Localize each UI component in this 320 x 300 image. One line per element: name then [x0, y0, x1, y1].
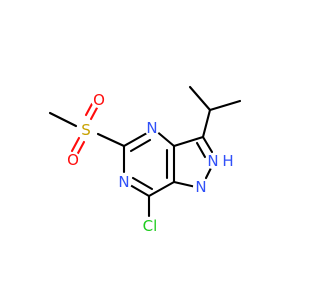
bond-c5-n4 [122, 131, 149, 148]
bond-sulfur-oxygen-top [84, 100, 95, 117]
bond-n6-c7-second [131, 176, 154, 191]
atom-chlorine: Cl [143, 217, 158, 235]
bond-n1-c7a [172, 180, 198, 189]
atom-nitrogen-nh: N [207, 152, 218, 170]
atom-oxygen-bottom: O [67, 151, 79, 169]
atom-oxygen-top: O [93, 91, 105, 109]
bond-sulfur-oxygen-bottom [70, 136, 81, 153]
bond-c3-n2-second [195, 141, 207, 159]
bond-isopropyl-methyl-b [208, 99, 242, 112]
bond-sulfur-oxygen-top-second [89, 104, 100, 121]
atom-nitrogen-pyrazole: N [195, 178, 206, 196]
bond-sulfur-oxygen-bottom-second [75, 140, 86, 157]
bond-methyl-sulfur [48, 111, 78, 128]
bond-n1-n2 [204, 166, 213, 180]
atom-sulfur: S [81, 121, 91, 139]
bond-c3a-c3 [172, 135, 205, 148]
bond-c3-n2 [201, 135, 214, 154]
bond-c5-n4-second [129, 138, 152, 153]
atom-nitrogen-bottom: N [118, 173, 129, 191]
bond-c7-c7a [147, 180, 176, 198]
atom-label-layer: S O O N N N N H Cl [65, 91, 234, 235]
bond-sulfur-c5 [96, 132, 126, 148]
bond-n6-c7 [128, 183, 151, 198]
atom-hydrogen-nh: H [222, 152, 233, 170]
molecule-structure-diagram: S O O N N N N H Cl [48, 85, 242, 235]
bond-c3-isopropyl [201, 108, 212, 139]
atom-nitrogen-top: N [146, 119, 157, 137]
bond-layer [48, 85, 242, 218]
bond-isopropyl-methyl-a [188, 85, 212, 112]
